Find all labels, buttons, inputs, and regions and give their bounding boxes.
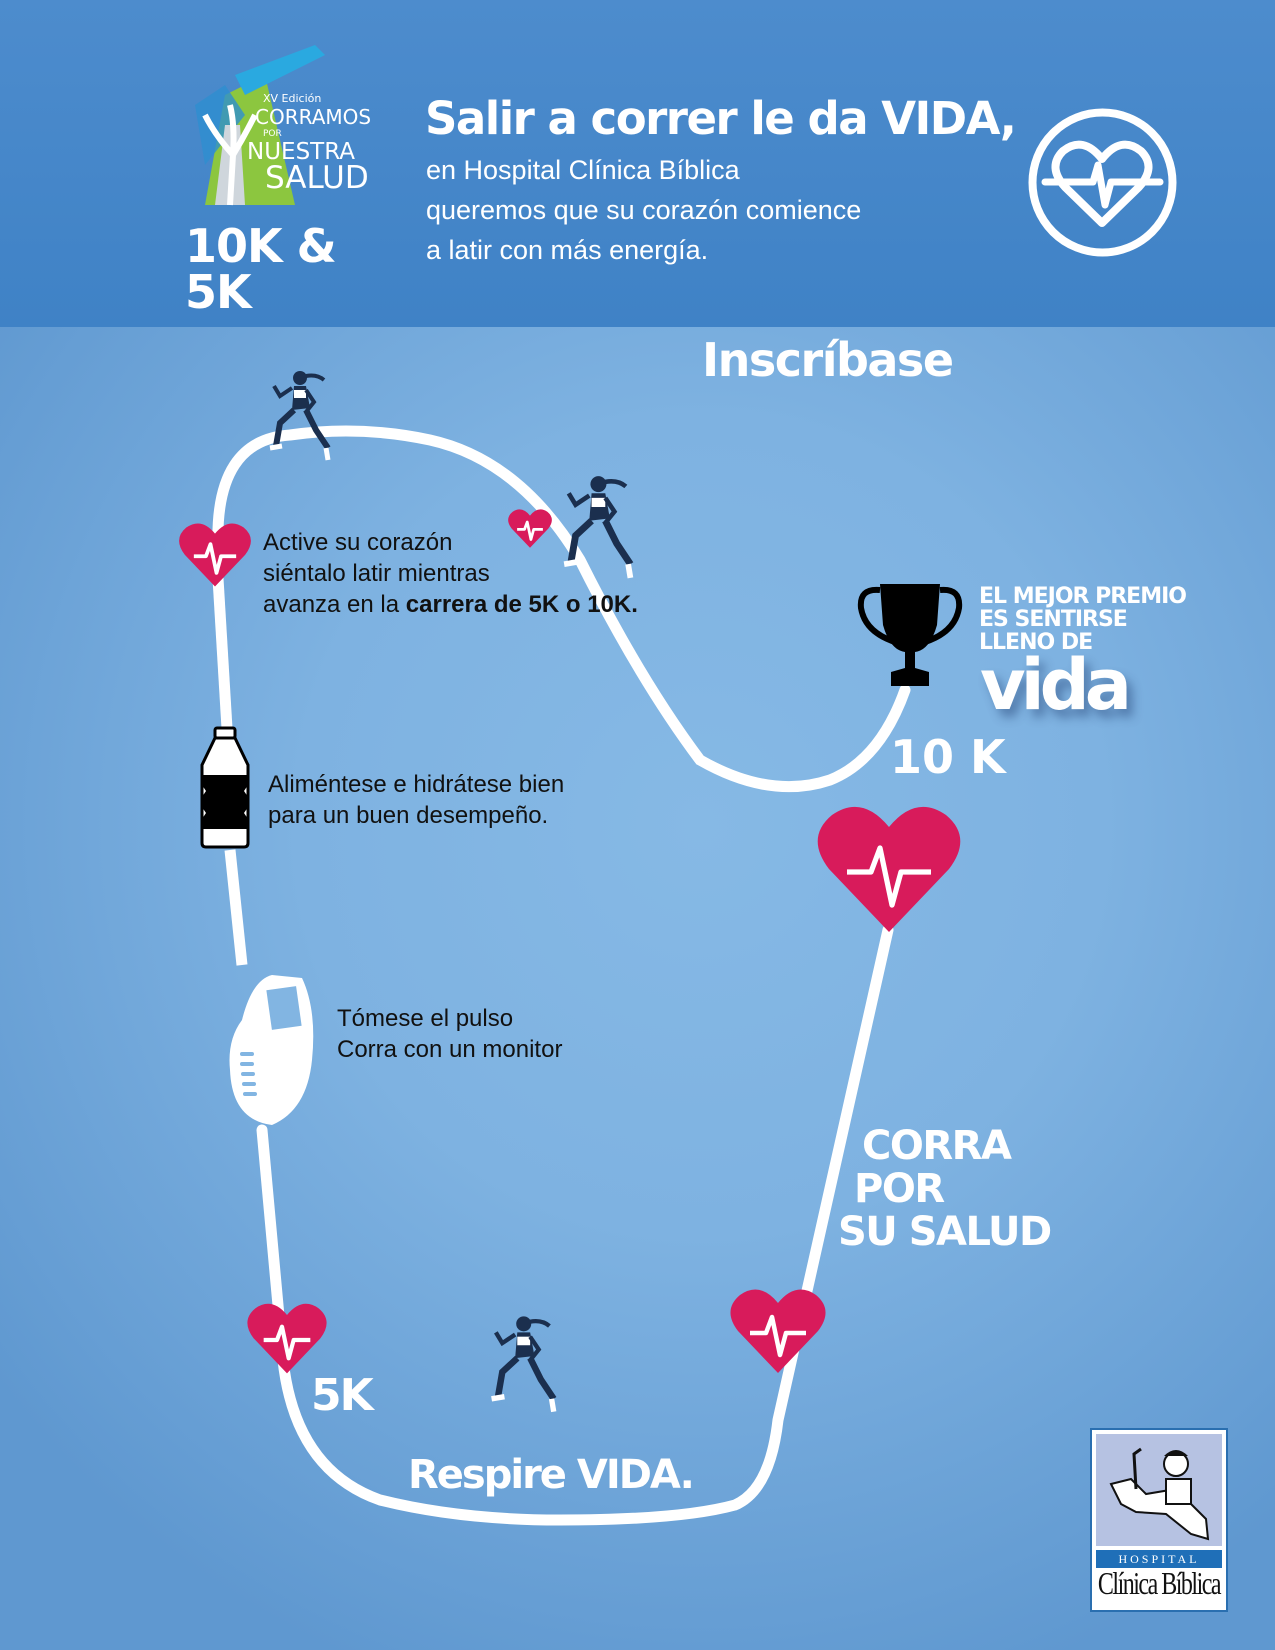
prize-line: LLENO DE (979, 630, 1093, 655)
heart-pulse-icon (179, 523, 251, 587)
event-title-line2: POR (263, 129, 282, 139)
heart-pulse-circle-icon (1028, 108, 1177, 257)
step-line: Active su corazón (263, 529, 453, 556)
step-line: siéntalo latir mientras (263, 560, 490, 587)
step-line-prefix: avanza en la (263, 591, 406, 618)
prize-word-vida: vida (980, 644, 1132, 726)
runner-icon (491, 1316, 557, 1413)
event-title-line3: NUESTRA (247, 139, 356, 165)
step-line: Corra con un monitor (337, 1036, 563, 1063)
header-banner (0, 0, 1275, 327)
event-edition: XV Edición (263, 92, 322, 105)
heart-pulse-icon (730, 1289, 826, 1373)
hospital-logo: HOSPITAL Clínica Bíblica (1090, 1428, 1228, 1612)
runner-icon (563, 476, 634, 579)
step-heart-text: Active su corazón siéntalo latir mientra… (263, 527, 638, 620)
slogan-line: SU SALUD (838, 1209, 1052, 1255)
slogan-line: POR (854, 1166, 945, 1212)
headline: Salir a correr le da VIDA, (425, 92, 1017, 145)
step-line: Aliméntese e hidrátese bien (268, 771, 565, 798)
prize-line: ES SENTIRSE (979, 607, 1128, 632)
subtitle: en Hospital Clínica Bíblica queremos que… (426, 150, 861, 270)
heart-pulse-icon-large (817, 806, 961, 932)
hospital-logo-top: HOSPITAL (1096, 1550, 1222, 1568)
step-line-bold: carrera de 5K o 10K. (405, 591, 638, 618)
step-pulse-text: Tómese el pulso Corra con un monitor (337, 1003, 562, 1065)
event-distances: 10K & 5K (185, 219, 337, 319)
runner-icon (269, 371, 331, 461)
step-line: para un buen desempeño. (268, 802, 549, 829)
subtitle-line: a latir con más energía. (426, 235, 709, 265)
register-cta[interactable]: Inscríbase (702, 333, 954, 387)
slogan-line: CORRA (862, 1123, 1012, 1169)
event-logo: XV Edición CORRAMOS POR NUESTRA SALUD 10… (185, 45, 385, 315)
step-line: avanza en la carrera de 5K o 10K. (263, 589, 638, 620)
tree-logo-icon (195, 45, 325, 206)
event-title-line1: CORRAMOS (255, 105, 372, 129)
step-bottle-text: Aliméntese e hidrátese bien para un buen… (268, 769, 564, 831)
marker-5k: 5K (311, 1370, 374, 1421)
hospital-logo-bottom: Clínica Bíblica (1097, 1568, 1222, 1602)
water-bottle-icon (200, 726, 250, 849)
event-title-line4: SALUD (265, 160, 369, 196)
breathe-text: Respire VIDA. (408, 1452, 695, 1498)
heart-pulse-icon (508, 509, 552, 548)
slogan: CORRA POR SU SALUD (838, 1123, 1052, 1255)
trophy-icon (857, 584, 963, 686)
fitness-band-icon (229, 975, 314, 1125)
hospital-logo-illustration (1096, 1434, 1222, 1546)
nurse-map-icon (1109, 1447, 1210, 1541)
marker-10k: 10 K (890, 730, 1006, 784)
step-line: Tómese el pulso (337, 1005, 514, 1032)
prize-line: EL MEJOR PREMIO (979, 584, 1187, 609)
prize-text: EL MEJOR PREMIO ES SENTIRSE LLENO DE (979, 584, 1187, 655)
heart-pulse-icon (247, 1303, 327, 1374)
subtitle-line: queremos que su corazón comience (426, 195, 862, 225)
subtitle-line: en Hospital Clínica Bíblica (426, 155, 740, 185)
